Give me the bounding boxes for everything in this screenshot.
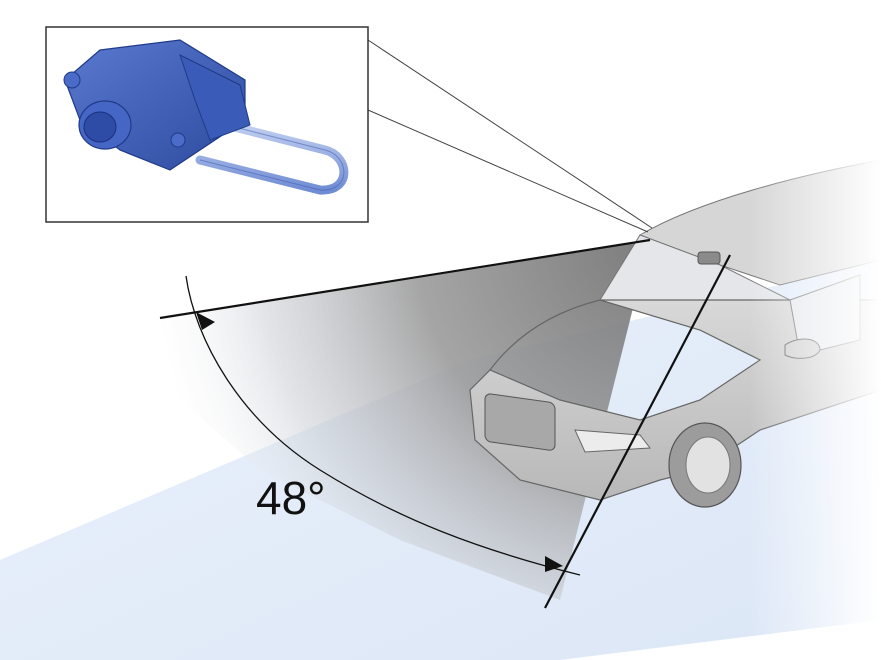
- fov-upper-boundary: [159, 238, 651, 320]
- fov-lower-boundary: [544, 254, 731, 609]
- arrowhead-top: [196, 312, 215, 330]
- camera-module-icon: [63, 39, 349, 195]
- callout-leader-lines: [367, 39, 653, 233]
- fov-boundary-lines: [159, 238, 731, 609]
- arrowhead-bottom: [545, 556, 563, 572]
- camera-inset: [45, 26, 369, 223]
- angle-arc: [185, 275, 581, 576]
- fov-angle-label: 48°: [256, 472, 326, 524]
